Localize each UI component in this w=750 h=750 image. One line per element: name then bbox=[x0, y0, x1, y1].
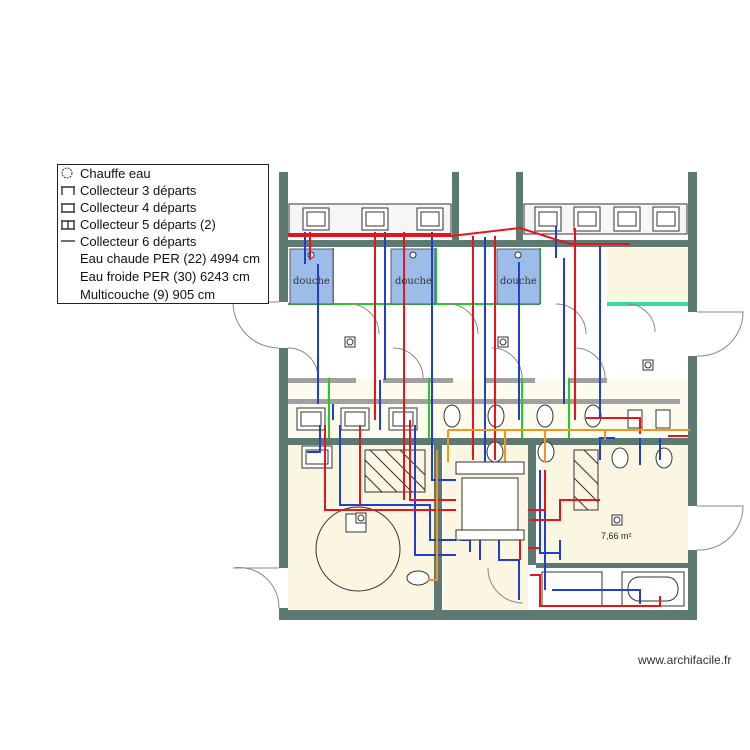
room-area-label: 7,66 m² bbox=[601, 531, 632, 541]
watermark: www.archifacile.fr bbox=[638, 653, 732, 667]
cold-water-pipes bbox=[304, 226, 661, 604]
water-heater-icons bbox=[344, 336, 654, 526]
collector-6-icon bbox=[61, 240, 75, 242]
collectors bbox=[345, 461, 525, 541]
hot-water-pipes bbox=[288, 226, 688, 607]
shower-label: douche bbox=[500, 276, 537, 287]
legend: Chauffe eau Collecteur 3 départs Collect… bbox=[57, 164, 269, 304]
collector-3-icon bbox=[61, 186, 75, 195]
shower-label: douche bbox=[395, 276, 432, 287]
doors bbox=[232, 301, 744, 609]
collector-4-icon bbox=[61, 203, 75, 213]
water-heater-icon bbox=[61, 167, 73, 179]
collector-5-icon bbox=[61, 220, 75, 230]
shower-label: douche bbox=[293, 276, 330, 287]
